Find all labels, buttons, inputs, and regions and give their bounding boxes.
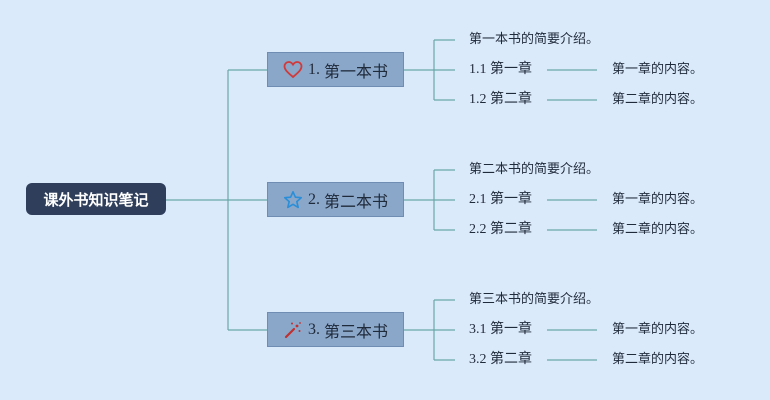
book-intro-2[interactable]: 第二本书的简要介绍。 — [469, 162, 600, 177]
book-node-1[interactable]: 1. 第一本书 — [267, 52, 404, 87]
chapter-label-1-2[interactable]: 1.2 第二章 — [469, 92, 532, 107]
chapter-label-2-2[interactable]: 2.2 第二章 — [469, 222, 532, 237]
book-number: 2. — [307, 190, 320, 208]
chapter-content-2-1[interactable]: 第一章的内容。 — [612, 192, 704, 207]
heart-icon — [283, 60, 303, 80]
book-node-3[interactable]: 3. 第三本书 — [267, 312, 404, 347]
chapter-label-2-1[interactable]: 2.1 第一章 — [469, 192, 532, 207]
book-title: 第一本书 — [323, 63, 388, 81]
star-icon — [283, 190, 303, 210]
book-intro-3[interactable]: 第三本书的简要介绍。 — [469, 292, 600, 307]
chapter-content-1-2[interactable]: 第二章的内容。 — [612, 92, 704, 107]
chapter-content-3-1[interactable]: 第一章的内容。 — [612, 322, 704, 337]
chapter-label-3-1[interactable]: 3.1 第一章 — [469, 322, 532, 337]
book-number: 1. — [307, 60, 320, 78]
chapter-label-1-1[interactable]: 1.1 第一章 — [469, 62, 532, 77]
book-title: 第三本书 — [323, 323, 388, 341]
chapter-label-3-2[interactable]: 3.2 第二章 — [469, 352, 532, 367]
chapter-content-3-2[interactable]: 第二章的内容。 — [612, 352, 704, 367]
chapter-content-1-1[interactable]: 第一章的内容。 — [612, 62, 704, 77]
book-number: 3. — [307, 320, 320, 338]
book-node-2[interactable]: 2. 第二本书 — [267, 182, 404, 217]
book-intro-1[interactable]: 第一本书的简要介绍。 — [469, 32, 600, 47]
chapter-content-2-2[interactable]: 第二章的内容。 — [612, 222, 704, 237]
book-title: 第二本书 — [323, 193, 388, 211]
magic-wand-icon — [283, 320, 303, 340]
root-topic[interactable]: 课外书知识笔记 — [26, 183, 166, 215]
